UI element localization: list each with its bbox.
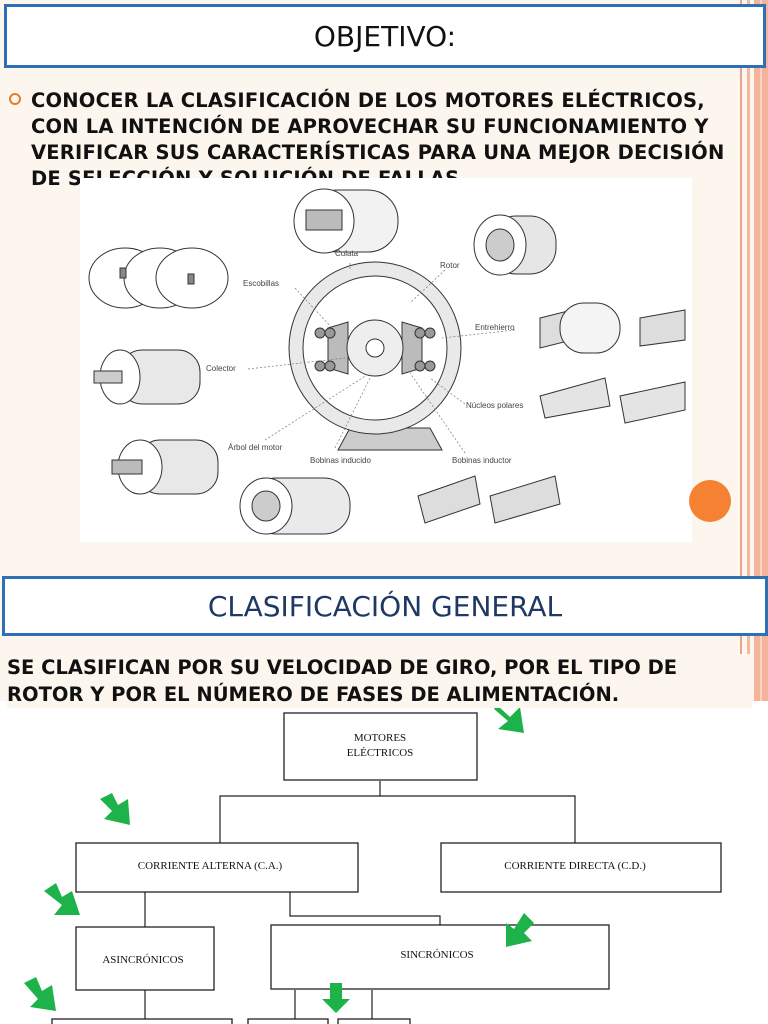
node-motores-electricos <box>283 712 478 781</box>
label-entrehierro: Entrehierro <box>475 323 515 332</box>
label-colector: Colector <box>206 364 236 373</box>
node-corriente-alterna <box>75 842 359 893</box>
label-electricos: ELÉCTRICOS <box>347 747 414 759</box>
entrehierro-illustration <box>539 302 686 354</box>
green-arrows <box>24 705 534 1013</box>
classification-diagram: MOTORES ELÉCTRICOS CORRIENTE ALTERNA (C.… <box>0 701 768 1024</box>
node-partial-3 <box>337 1018 411 1024</box>
green-arrow-icon <box>322 983 350 1013</box>
green-arrow-icon <box>506 913 534 947</box>
slide-title-clasificacion: CLASIFICACIÓN GENERAL <box>207 589 563 623</box>
green-arrow-icon <box>44 883 80 915</box>
rotor-illustration <box>473 214 557 276</box>
nucleos-polares-illustration <box>539 377 686 424</box>
green-arrow-icon <box>24 977 56 1011</box>
leader-lines <box>247 263 516 454</box>
cylinder-illustration <box>88 247 229 309</box>
label-escobillas: Escobillas <box>243 279 279 288</box>
bobinas-inducido-illustration <box>239 477 351 535</box>
label-bobinas-inducido: Bobinas inducido <box>310 456 371 465</box>
label-asincronicos: ASINCRÓNICOS <box>102 954 183 966</box>
label-sincronicos: SINCRÓNICOS <box>400 949 473 961</box>
classification-text: SE CLASIFICAN POR SU VELOCIDAD DE GIRO, … <box>7 654 752 708</box>
green-arrow-icon <box>100 793 130 825</box>
motor-cross-section <box>288 261 462 451</box>
node-asincronicos <box>75 926 215 991</box>
diagram-connectors <box>144 781 576 1024</box>
title-box-objetivo: OBJETIVO: <box>4 4 766 68</box>
label-rotor: Rotor <box>440 261 460 270</box>
label-corriente-directa: CORRIENTE DIRECTA (C.D.) <box>504 860 646 872</box>
bobinas-inductor-illustration <box>417 475 561 524</box>
label-arbol-motor: Árbol del motor <box>228 443 283 452</box>
green-arrow-icon <box>494 705 524 733</box>
slide-title-objetivo: OBJETIVO: <box>313 19 457 53</box>
bullet-icon <box>9 93 21 105</box>
culata-illustration <box>293 188 399 254</box>
label-bobinas-inductor: Bobinas inductor <box>452 456 512 465</box>
node-partial-2 <box>247 1018 329 1024</box>
decorative-stripe <box>738 0 768 574</box>
node-sincronicos <box>270 924 610 990</box>
label-nucleos-polares: Núcleos polares <box>466 401 523 410</box>
slide-clasificacion: CLASIFICACIÓN GENERAL SE CLASIFICAN POR … <box>0 574 768 1024</box>
title-box-clasificacion: CLASIFICACIÓN GENERAL <box>2 576 768 636</box>
arbol-motor-illustration <box>111 439 219 495</box>
motor-parts-figure: Culata Rotor Escobillas Entrehierro Cole… <box>80 178 692 542</box>
label-motores: MOTORES <box>354 732 406 744</box>
objective-bullet-text: CONOCER LA CLASIFICACIÓN DE LOS MOTORES … <box>31 89 725 190</box>
label-corriente-alterna: CORRIENTE ALTERNA (C.A.) <box>138 860 283 872</box>
slide-objetivo: OBJETIVO: CONOCER LA CLASIFICACIÓN DE LO… <box>4 0 768 574</box>
label-culata: Culata <box>335 249 359 258</box>
node-corriente-directa <box>440 842 722 893</box>
node-partial-1 <box>51 1018 233 1024</box>
colector-illustration <box>93 349 201 405</box>
orange-dot-decoration <box>689 480 731 522</box>
